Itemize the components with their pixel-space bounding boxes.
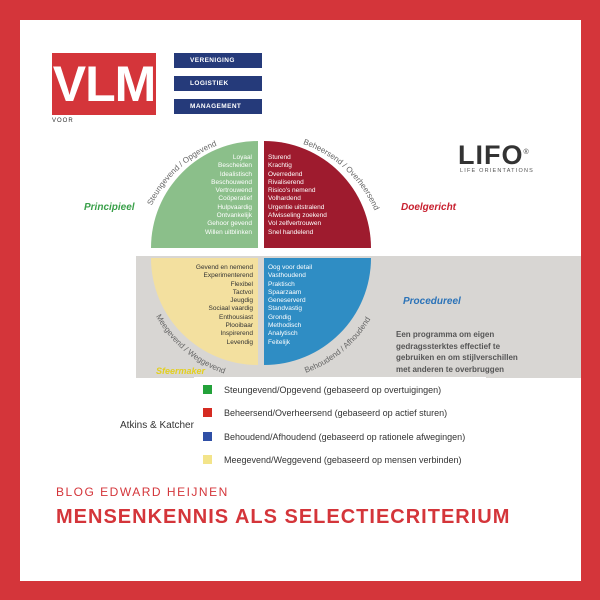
label-procedureel: Procedureel xyxy=(403,296,461,307)
trait-item: Vasthoudend xyxy=(268,272,306,280)
quadrant-yellow xyxy=(151,258,258,365)
trait-item: Ontvankelijk xyxy=(216,212,252,220)
trait-item: Vertrouwend xyxy=(215,187,253,195)
label-sfeermaker: Sfeermaker xyxy=(156,366,206,376)
trait-item: Idealistisch xyxy=(219,170,252,178)
trait-item: Overredend xyxy=(268,170,303,178)
legend-text: Meegevend/Weggevend (gebaseerd op mensen… xyxy=(224,455,462,465)
vlm-voor-label: VOOR xyxy=(52,118,74,124)
trait-item: Levendig xyxy=(226,338,253,346)
trait-item: Risico's nemend xyxy=(268,187,316,195)
vlm-tag-vereniging: VERENIGING xyxy=(174,53,262,68)
legend-item-behoudend: Behoudend/Afhoudend (gebaseerd op ration… xyxy=(203,432,465,442)
quadrant-green xyxy=(151,141,258,248)
legend-text: Steungevend/Opgevend (gebaseerd op overt… xyxy=(224,385,442,395)
trait-item: Willen uitblinken xyxy=(205,228,252,236)
trait-item: Analytisch xyxy=(268,330,298,338)
description-line: met anderen te overbruggen xyxy=(396,364,505,374)
trait-item: Rivaliserend xyxy=(268,178,304,186)
legend-swatch xyxy=(203,432,212,441)
trait-item: Inspirerend xyxy=(220,330,253,338)
trait-item: Sturend xyxy=(268,154,291,161)
content-card: VLM VOOR VERENIGING LOGISTIEK MANAGEMENT… xyxy=(20,20,581,581)
label-doelgericht: Doelgericht xyxy=(401,202,457,213)
vlm-tag-logistiek: LOGISTIEK xyxy=(174,76,262,91)
legend-swatch xyxy=(203,408,212,417)
legend-item-beheersend: Beheersend/Overheersend (gebaseerd op ac… xyxy=(203,408,447,418)
legend-text: Behoudend/Afhoudend (gebaseerd op ration… xyxy=(224,432,466,442)
label-principieel: Principieel xyxy=(84,202,135,213)
quadrant-blue xyxy=(264,258,371,365)
credit-atkins-katcher: Atkins & Katcher xyxy=(120,420,194,431)
trait-item: Experimenterend xyxy=(203,272,254,280)
trait-item: Beschouwend xyxy=(211,178,252,186)
trait-item: Loyaal xyxy=(232,154,252,161)
trait-item: Krachtig xyxy=(268,162,292,170)
vlm-logo: VLM xyxy=(52,53,156,115)
trait-item: Plooibaar xyxy=(225,322,253,330)
trait-item: Sociaal vaardig xyxy=(208,305,253,313)
trait-item: Geneserverd xyxy=(268,297,306,305)
trait-item: Feitelijk xyxy=(268,338,291,346)
legend-item-steungevend: Steungevend/Opgevend (gebaseerd op overt… xyxy=(203,385,441,395)
legend-background xyxy=(194,377,486,407)
blog-title: MENSENKENNIS ALS SELECTIECRITERIUM xyxy=(56,506,511,528)
description-line: gedragssterktes effectief te xyxy=(396,341,501,351)
lifo-circle-diagram: Steungevend / Opgevend Beheersend / Over… xyxy=(145,137,381,375)
trait-item: Standvastig xyxy=(268,305,302,313)
legend-text: Beheersend/Overheersend (gebaseerd op ac… xyxy=(224,408,448,418)
lifo-logo: LIFO® xyxy=(458,140,530,171)
trait-item: Urgentie uitstralend xyxy=(268,203,325,211)
trait-item: Oog voor detail xyxy=(268,264,313,271)
trait-item: Spaarzaam xyxy=(268,288,302,296)
trait-item: Gehoor gevend xyxy=(207,220,252,228)
lifo-subtitle: LIFE ORIENTATIONS xyxy=(460,168,534,174)
quadrant-red xyxy=(264,141,371,248)
blue-trait-list: Oog voor detail Vasthoudend Praktisch Sp… xyxy=(268,264,348,347)
trait-item: Methodisch xyxy=(268,322,302,330)
trait-item: Gevend en nemend xyxy=(195,264,253,271)
legend-swatch xyxy=(203,455,212,464)
trait-item: Afwisseling zoekend xyxy=(268,212,327,220)
legend-swatch xyxy=(203,385,212,394)
trait-item: Jeugdig xyxy=(230,297,253,305)
red-trait-list: Sturend Krachtig Overredend Rivaliserend… xyxy=(268,154,348,237)
trait-item: Tactvol xyxy=(232,288,253,296)
blog-kicker: BLOG EDWARD HEIJNEN xyxy=(56,485,229,499)
trait-item: Flexibel xyxy=(230,280,253,288)
trait-item: Grondig xyxy=(268,313,292,321)
program-description: Een programma om eigen gedragssterktes e… xyxy=(396,329,566,375)
trait-item: Praktisch xyxy=(268,280,295,288)
green-trait-list: Loyaal Bescheiden Idealistisch Beschouwe… xyxy=(192,154,252,237)
trait-item: Bescheiden xyxy=(218,162,252,170)
vlm-tag-management: MANAGEMENT xyxy=(174,99,262,114)
lifo-name: LIFO xyxy=(458,140,524,170)
trait-item: Coöperatief xyxy=(218,195,252,203)
trait-item: Snel handelend xyxy=(268,228,314,236)
yellow-trait-list: Gevend en nemend Experimenterend Flexibe… xyxy=(175,264,253,347)
description-line: Een programma om eigen xyxy=(396,330,495,339)
trait-item: Volhardend xyxy=(268,195,301,203)
registered-mark: ® xyxy=(523,149,530,156)
trait-item: Hulpvaardig xyxy=(217,203,252,211)
trait-item: Enthousiast xyxy=(219,313,253,321)
description-line: gebruiken en om stijlverschillen xyxy=(396,353,518,362)
legend-item-meegevend: Meegevend/Weggevend (gebaseerd op mensen… xyxy=(203,455,462,465)
trait-item: Vol zelfvertrouwen xyxy=(268,220,322,228)
